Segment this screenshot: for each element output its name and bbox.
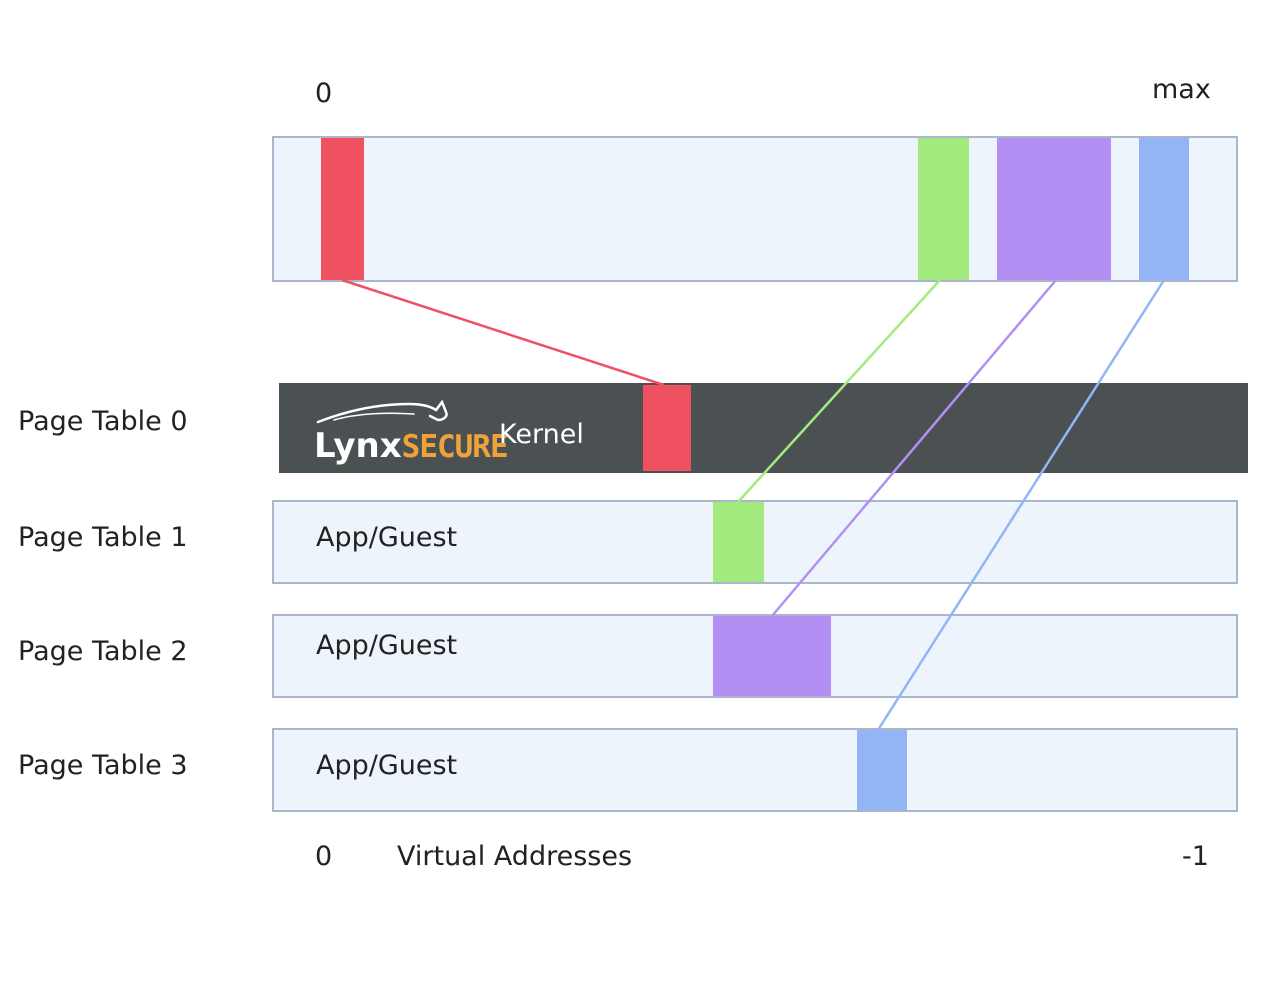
top-axis-max-label: max (1152, 74, 1211, 105)
bottom-axis-title: Virtual Addresses (397, 841, 633, 872)
mapping-line-purple (771, 279, 1057, 617)
page-table-2-content-label: App/Guest (316, 630, 458, 661)
physical-segment-blue (1139, 138, 1189, 280)
bottom-axis-max-label: -1 (1182, 841, 1209, 872)
top-axis-min-label: 0 (315, 78, 333, 109)
page-table-3-label: Page Table 3 (18, 750, 188, 781)
mapping-line-red (341, 278, 665, 387)
brand-lynx-text: Lynx (314, 426, 402, 466)
page-table-3-bar (272, 728, 1238, 812)
page-table-3-segment-blue (857, 730, 907, 810)
mapping-line-blue (876, 279, 1166, 731)
page-table-1-content-label: App/Guest (316, 522, 458, 553)
brand-secure-text: SECURE (401, 429, 509, 465)
page-table-0-kernel-bar (279, 383, 1248, 473)
mapping-line-green (737, 279, 941, 503)
page-table-1-segment-green (713, 502, 764, 582)
page-table-0-label: Page Table 0 (18, 406, 188, 437)
lynxsecure-logo: LynxSECURE (314, 398, 509, 466)
page-table-3-content-label: App/Guest (316, 750, 458, 781)
physical-segment-green (918, 138, 969, 280)
physical-segment-purple (997, 138, 1111, 280)
bottom-axis-min-label: 0 (315, 841, 333, 872)
page-table-2-label: Page Table 2 (18, 636, 188, 667)
page-table-2-segment-purple (713, 616, 831, 696)
lynx-cat-icon (316, 399, 448, 424)
kernel-label: Kernel (499, 419, 584, 450)
page-table-1-label: Page Table 1 (18, 522, 188, 553)
kernel-segment-red (643, 385, 691, 471)
physical-segment-red (321, 138, 364, 280)
